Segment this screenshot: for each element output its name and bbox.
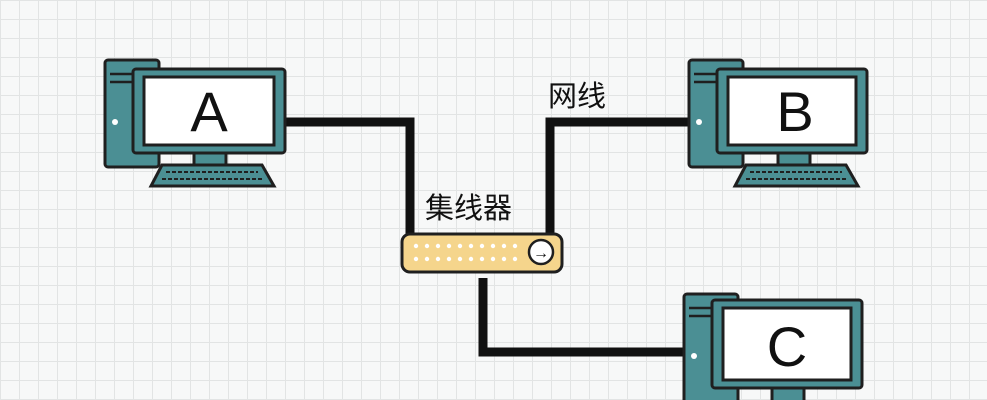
- cable-c-to-hub: [478, 278, 690, 357]
- screen-b: [726, 75, 858, 147]
- hub-power-button: [527, 238, 555, 266]
- hub-arrow-icon: →: [533, 245, 549, 262]
- cable-label: 网线: [548, 79, 606, 113]
- cables: [284, 117, 694, 357]
- hub-device: →: [400, 232, 564, 274]
- computer-b-label: B: [776, 80, 813, 143]
- keyboard-b: [732, 163, 861, 188]
- computer-c-label: C: [767, 315, 807, 378]
- cable-a-to-hub: [284, 117, 415, 236]
- cable-b-to-hub: [545, 117, 694, 236]
- screen-a: [142, 75, 276, 147]
- computer-a-label: A: [190, 80, 228, 143]
- keyboard-a: [148, 163, 277, 188]
- computer-a: A: [103, 58, 287, 188]
- computer-b: B: [687, 58, 869, 188]
- computer-c: C: [682, 292, 864, 400]
- screen-c: [721, 306, 853, 382]
- hub-port-dots: [413, 243, 518, 262]
- hub-label: 集线器: [425, 191, 512, 225]
